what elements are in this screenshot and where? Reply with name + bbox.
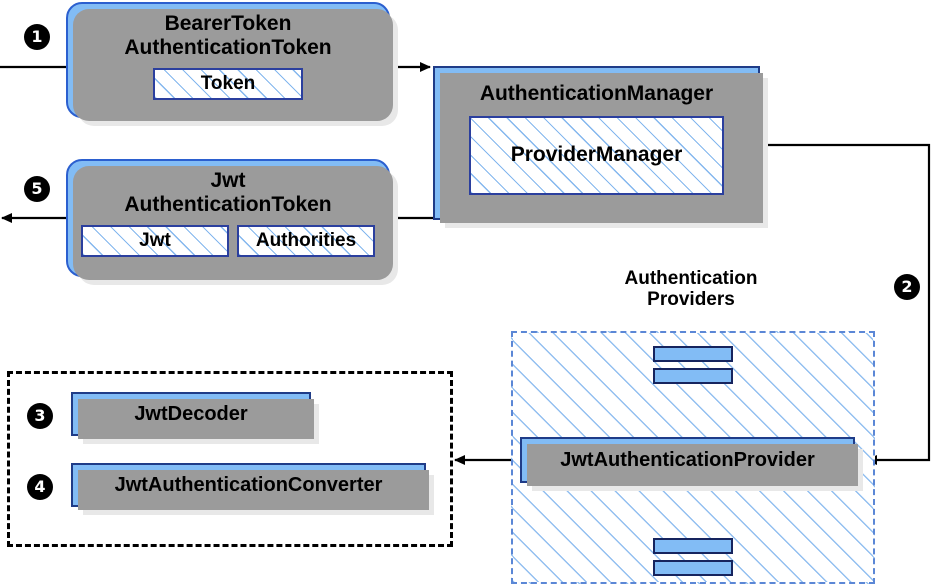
node-bearer-token-authentication-token[interactable]: BearerToken AuthenticationToken Token	[66, 2, 398, 126]
bearer-token-field-token: Token	[153, 68, 303, 101]
node-jwt-authentication-provider[interactable]: JwtAuthenticationProvider	[520, 437, 863, 491]
provider-stack-bar-top-1	[653, 346, 733, 362]
jwt-token-field-jwt-label: Jwt	[139, 230, 171, 252]
node-jwt-decoder[interactable]: JwtDecoder	[71, 392, 319, 444]
bearer-token-authentication-token-label: BearerToken AuthenticationToken	[124, 12, 332, 59]
badge-step-1-label: 1	[31, 27, 43, 46]
node-authentication-manager[interactable]: AuthenticationManager ProviderManager	[433, 66, 768, 228]
badge-step-4: 4	[27, 474, 53, 500]
badge-step-2-label: 2	[901, 277, 913, 296]
badge-step-2: 2	[894, 274, 920, 300]
badge-step-1: 1	[24, 24, 50, 50]
badge-step-3-label: 3	[34, 406, 46, 425]
badge-step-5-label: 5	[31, 179, 43, 198]
provider-stack-bar-top-2	[653, 368, 733, 384]
provider-stack-bar-bottom-1	[653, 538, 733, 554]
jwt-token-field-authorities: Authorities	[237, 225, 375, 258]
authentication-providers-caption: Authentication Providers	[624, 268, 758, 311]
provider-manager-label: ProviderManager	[510, 143, 683, 167]
authentication-manager-field-provider-manager: ProviderManager	[469, 115, 724, 195]
jwt-authentication-token-label: Jwt AuthenticationToken	[124, 169, 332, 216]
authentication-manager-label: AuthenticationManager	[479, 82, 714, 105]
jwt-authentication-converter-label: JwtAuthenticationConverter	[114, 473, 383, 496]
provider-stack-bar-bottom-2	[653, 560, 733, 576]
jwt-token-field-authorities-label: Authorities	[255, 230, 357, 252]
jwt-authentication-token-fields: Jwt Authorities	[81, 225, 375, 258]
jwt-authentication-provider-label: JwtAuthenticationProvider	[560, 448, 815, 471]
badge-step-3: 3	[27, 403, 53, 429]
node-jwt-authentication-converter[interactable]: JwtAuthenticationConverter	[71, 463, 434, 515]
jwt-token-field-jwt: Jwt	[81, 225, 229, 258]
jwt-helpers-group	[7, 371, 453, 547]
bearer-token-field-token-label: Token	[200, 73, 256, 95]
jwt-decoder-label: JwtDecoder	[134, 402, 248, 425]
node-jwt-authentication-token[interactable]: Jwt AuthenticationToken Jwt Authorities	[66, 159, 398, 285]
badge-step-5: 5	[24, 176, 50, 202]
badge-step-4-label: 4	[34, 477, 46, 496]
